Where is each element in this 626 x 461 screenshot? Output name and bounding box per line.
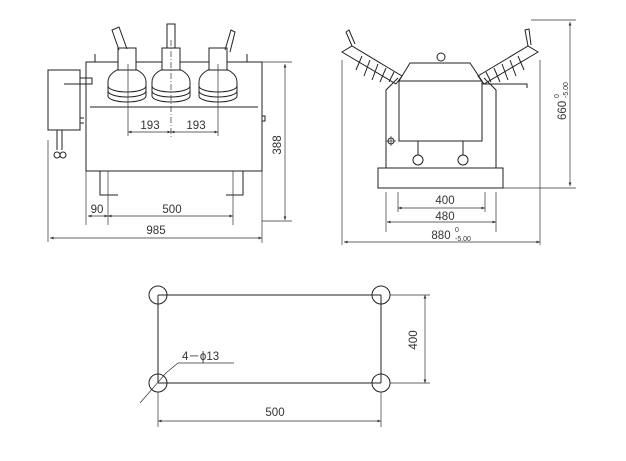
dim-mount-side: 400 [435,195,454,207]
mounting-hole [148,285,168,305]
dim-mount: 500 [162,204,181,216]
hole-label: 4－ϕ13 [182,351,219,363]
dim-edge: 90 [91,204,104,216]
dim-total-width-side: 880 [431,230,450,242]
side-view: 400 480 880 0 -5.00 660 0 -5.00 [341,19,576,245]
width-lower-tol: -5.00 [455,236,471,243]
control-cabinet [47,69,81,131]
dim-width-plan: 500 [265,407,284,419]
height-upper-tol: 0 [554,94,561,98]
width-upper-tol: 0 [455,227,459,234]
dim-base: 480 [435,211,454,223]
dim-phase-left: 193 [140,120,159,132]
front-view: 193 193 90 500 985 388 [47,23,292,243]
dim-depth-plan: 400 [408,330,420,349]
mechanism-box [398,80,483,142]
dim-height-side: 660 [557,101,569,120]
dim-height: 388 [272,135,284,154]
dim-total-width: 985 [146,225,165,237]
base-frame [377,167,504,189]
dim-phase-right: 193 [186,120,205,132]
mounting-plan: 500 400 4－ϕ13 [139,285,430,427]
height-lower-tol: -5.00 [563,82,570,98]
side-insulators [341,28,539,88]
